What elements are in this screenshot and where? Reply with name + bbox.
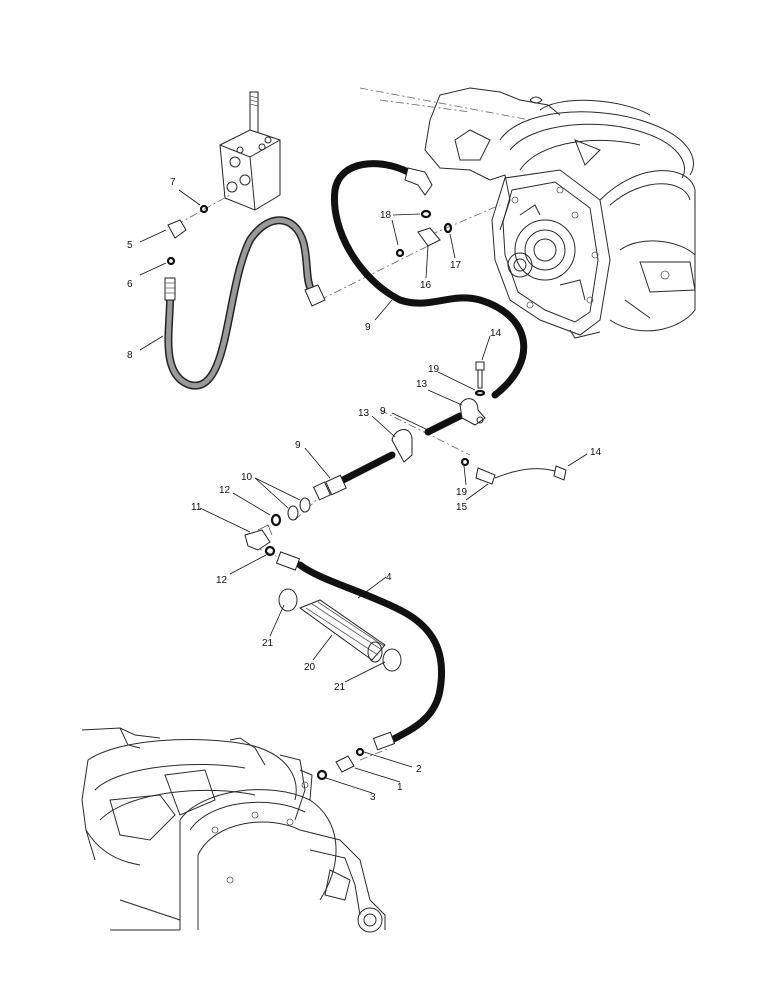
lower-axle-housing (81, 727, 386, 933)
callout-11: 11 (191, 502, 202, 513)
callout-labels: 7 5 6 8 18 16 17 9 14 19 13 9 13 9 10 19… (127, 177, 602, 803)
black-hose-lower (275, 551, 446, 751)
washer-upper (474, 389, 486, 397)
callout-8: 8 (127, 350, 133, 361)
upper-axle-housing (359, 87, 696, 339)
fittings-10 (270, 497, 311, 527)
callout-1: 1 (397, 782, 403, 793)
callout-19: 19 (428, 364, 440, 375)
callout-6: 6 (127, 279, 133, 290)
leader-lines (139, 189, 588, 794)
centerline (319, 244, 431, 301)
callout-9: 9 (365, 322, 371, 333)
callout-9: 9 (380, 406, 386, 417)
callout-13: 13 (358, 408, 370, 419)
protective-sleeve (278, 588, 402, 672)
callout-18: 18 (380, 210, 392, 221)
callout-7: 7 (170, 177, 176, 188)
sensor-cable (460, 457, 567, 485)
bolt-upper (475, 361, 485, 389)
centerline (429, 204, 501, 236)
hose-clamps (391, 398, 486, 463)
callout-2: 2 (416, 764, 422, 775)
centerline (359, 747, 391, 761)
lower-fittings (316, 747, 365, 781)
callout-21: 21 (262, 638, 274, 649)
control-valve-block (219, 91, 281, 211)
callout-19: 19 (456, 487, 468, 498)
fittings-upper-right (395, 209, 453, 258)
black-hose-upper (330, 160, 528, 399)
callout-3: 3 (370, 792, 376, 803)
callout-17: 17 (450, 260, 462, 271)
callout-10: 10 (241, 472, 253, 483)
callout-21: 21 (334, 682, 346, 693)
callout-14: 14 (590, 447, 602, 458)
fittings-upper-left (166, 204, 209, 266)
callout-12: 12 (219, 485, 231, 496)
callout-9: 9 (295, 440, 301, 451)
callout-5: 5 (127, 240, 133, 251)
callout-13: 13 (416, 379, 428, 390)
centerline (175, 194, 231, 226)
callout-12: 12 (216, 575, 228, 586)
callout-20: 20 (304, 662, 316, 673)
callout-14: 14 (490, 328, 502, 339)
black-hose-middle (312, 412, 464, 501)
callout-16: 16 (420, 280, 432, 291)
elbow-fitting-11 (244, 524, 276, 557)
callout-4: 4 (386, 572, 392, 583)
callout-15: 15 (456, 502, 468, 513)
grey-braided-hose (164, 216, 326, 390)
